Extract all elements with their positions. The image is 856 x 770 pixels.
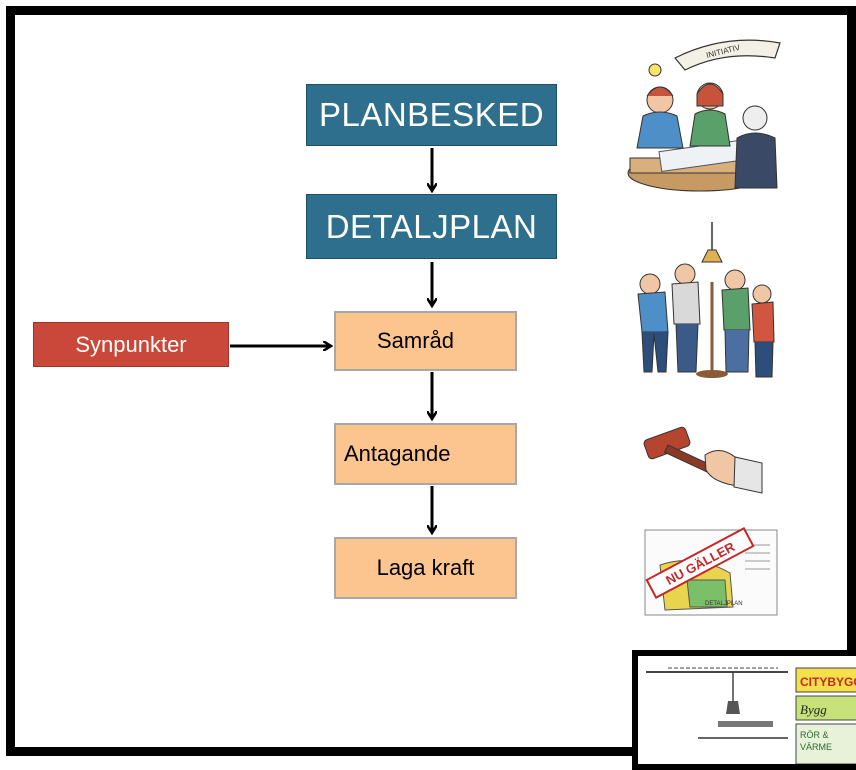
consultation-illustration bbox=[637, 222, 775, 378]
node-planbesked-label: PLANBESKED bbox=[318, 96, 545, 133]
node-samrad-label: Samråd bbox=[376, 328, 455, 353]
sign-ror: RÖR & bbox=[800, 730, 829, 740]
plan-document-illustration: NU GÄLLER DETALJPLAN bbox=[644, 526, 778, 616]
node-detaljplan: DETALJPLAN bbox=[306, 194, 557, 259]
node-laga-kraft-label: Laga kraft bbox=[376, 555, 475, 580]
node-laga-kraft: Laga kraft bbox=[334, 537, 517, 599]
node-antagande: Antagande bbox=[334, 423, 517, 485]
construction-inset: CITYBYGG Bygg RÖR & VÄRME bbox=[632, 650, 856, 770]
meeting-illustration: INITIATIV bbox=[627, 39, 781, 192]
node-antagande-label: Antagande bbox=[344, 441, 451, 466]
sign-citybygg: CITYBYGG bbox=[800, 675, 856, 689]
sign-varme: VÄRME bbox=[800, 742, 832, 752]
node-samrad: Samråd bbox=[334, 311, 517, 371]
node-detaljplan-label: DETALJPLAN bbox=[325, 207, 538, 245]
node-planbesked: PLANBESKED bbox=[306, 84, 557, 146]
plan-caption-text: DETALJPLAN bbox=[705, 601, 743, 607]
crane-sign-illustration: CITYBYGG Bygg RÖR & VÄRME bbox=[646, 667, 856, 764]
node-synpunkter-label: Synpunkter bbox=[75, 331, 187, 357]
gavel-illustration bbox=[643, 426, 763, 494]
sign-bygg: Bygg bbox=[800, 702, 827, 717]
node-synpunkter: Synpunkter bbox=[33, 322, 229, 367]
